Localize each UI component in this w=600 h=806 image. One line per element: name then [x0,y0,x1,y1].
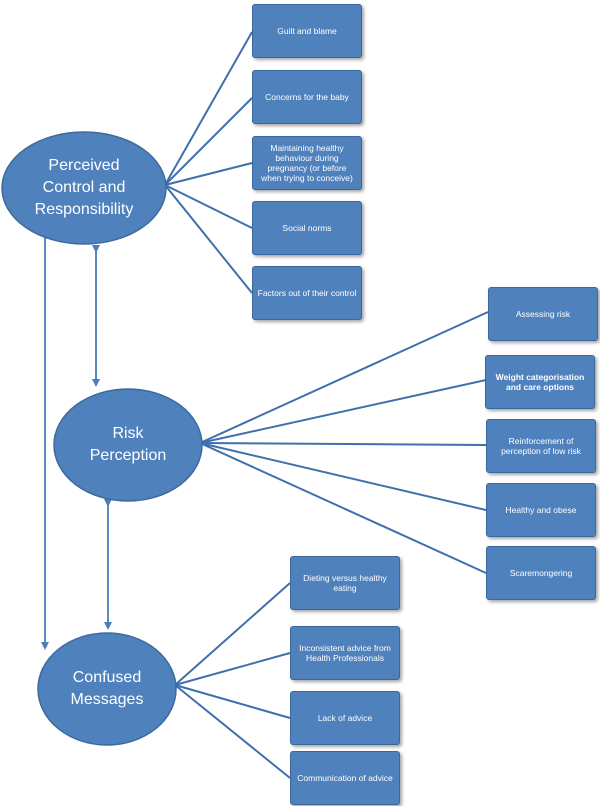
node-reinforcement-low-risk: Reinforcement of perception of low risk [486,419,596,473]
node-factors-out-of-control: Factors out of their control [252,266,362,320]
connector-risk-scaremongering [199,442,487,574]
node-inconsistent-advice: Inconsistent advice from Health Professi… [290,626,400,680]
node-lack-of-advice: Lack of advice [290,691,400,745]
node-weight-categorisation: Weight categorisation and care options [485,355,595,409]
node-healthy-and-obese: Healthy and obese [486,483,596,537]
connector-risk-assessing [199,311,489,444]
connector-risk-reinforcement [199,442,487,446]
hub-confused-messages: Confused Messages [70,669,144,708]
hub-risk-ellipse [53,388,203,502]
connector-risk-weight [199,379,487,444]
connector-control-factors [164,184,253,294]
node-maintaining-healthy-behaviour: Maintaining healthy behaviour during pre… [252,136,362,190]
node-assessing-risk: Assessing risk [488,287,598,341]
connector-confused-dieting [174,582,291,686]
node-concerns-for-baby: Concerns for the baby [252,70,362,124]
connector-confused-communication [174,684,291,779]
node-communication-of-advice: Communication of advice [290,751,400,805]
hub-control-ellipse [1,131,167,245]
connector-control-maintaining [164,162,253,186]
node-scaremongering: Scaremongering [486,546,596,600]
connector-control-social-norms [164,184,253,229]
connector-control-concerns [164,97,253,186]
hub-risk-perception: Risk Perception [89,425,167,464]
connector-confused-inconsistent [174,652,291,686]
node-guilt-and-blame: Guilt and blame [252,4,362,58]
node-dieting-vs-healthy-eating: Dieting versus healthy eating [290,556,400,610]
connector-control-guilt [164,31,253,186]
connector-confused-lack [174,684,291,719]
hub-confused-ellipse [37,632,177,746]
connector-risk-healthy-obese [199,442,487,511]
node-social-norms: Social norms [252,201,362,255]
hub-perceived-control: Perceived Control and Responsibility [34,157,134,218]
